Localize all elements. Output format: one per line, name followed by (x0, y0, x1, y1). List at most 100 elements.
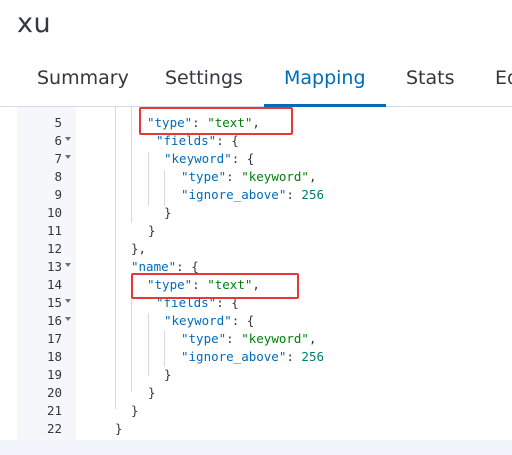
code-token: "text" (207, 277, 253, 292)
active-tab-indicator (264, 104, 386, 107)
line-number-label: 6 (54, 133, 62, 148)
code-token: "keyword" (164, 313, 232, 328)
code-token: }, (131, 241, 147, 256)
fold-toggle-icon[interactable] (65, 137, 71, 141)
line-number-label: 22 (46, 421, 62, 436)
line-number-label: 13 (46, 259, 62, 274)
code-token: "type" (181, 331, 227, 346)
line-number: 20 (17, 384, 76, 402)
code-token: "type" (181, 169, 227, 184)
editor-footer-bar (0, 440, 512, 455)
code-token: , (308, 331, 317, 346)
code-token: } (164, 205, 172, 220)
code-line: } (148, 222, 156, 240)
tab-stats[interactable]: Stats (406, 67, 455, 89)
indent-guide (164, 170, 165, 206)
indent-guide (164, 331, 165, 367)
line-number: 6 (17, 132, 76, 150)
code-token: : { (231, 313, 255, 328)
code-line: "ignore_above": 256 (181, 348, 324, 366)
line-number: 13 (17, 258, 76, 276)
code-token: : (226, 169, 242, 184)
line-number-label: 21 (46, 403, 62, 418)
code-token: } (148, 223, 156, 238)
code-line: } (164, 366, 172, 384)
line-number: 5 (17, 114, 76, 132)
code-token: "type" (147, 277, 193, 292)
highlight-box-type-text (131, 273, 299, 299)
fold-toggle-icon[interactable] (65, 317, 71, 321)
code-token: , (252, 277, 260, 292)
code-token: "keyword" (241, 331, 309, 346)
code-token: "text" (207, 115, 253, 130)
code-token: : (226, 331, 242, 346)
line-number-label: 5 (54, 115, 62, 130)
code-line: "type": "keyword", (181, 168, 316, 186)
line-number: 18 (17, 348, 76, 366)
index-title: xu (17, 8, 52, 39)
indent-guide (131, 276, 132, 392)
line-number-label: 20 (46, 385, 62, 400)
code-token: "fields" (156, 133, 217, 148)
code-token: "ignore_above" (181, 349, 287, 364)
code-token: "ignore_above" (181, 187, 287, 202)
line-number: 19 (17, 366, 76, 384)
code-line: "type": "text", (147, 276, 260, 294)
line-number: 21 (17, 402, 76, 420)
tab-summary[interactable]: Summary (37, 67, 129, 89)
line-number: 17 (17, 330, 76, 348)
line-number-label: 19 (46, 367, 62, 382)
code-token: } (164, 367, 172, 382)
line-number-label: 17 (46, 331, 62, 346)
code-line: "keyword": { (164, 150, 254, 168)
tab-mapping[interactable]: Mapping (284, 67, 366, 89)
code-line: "type": "text", (147, 114, 260, 132)
code-token: : { (176, 259, 199, 274)
line-number: 15 (17, 294, 76, 312)
code-token: 256 (301, 187, 324, 202)
line-number: 8 (17, 168, 76, 186)
code-line: } (148, 384, 156, 402)
code-line: } (115, 420, 123, 438)
code-token: : (286, 187, 302, 202)
code-token: : (192, 277, 208, 292)
code-line: "keyword": { (164, 312, 254, 330)
indent-guide (115, 107, 116, 409)
line-number: 22 (17, 420, 76, 438)
tab-bar-divider (0, 106, 512, 107)
tab-edit-settings[interactable]: Ed (495, 67, 512, 89)
code-token: : (286, 349, 302, 364)
code-line: } (131, 402, 139, 420)
line-number: 11 (17, 222, 76, 240)
line-number-label: 16 (46, 313, 62, 328)
code-token: : { (216, 133, 239, 148)
line-number: 10 (17, 204, 76, 222)
tab-settings[interactable]: Settings (165, 67, 243, 89)
code-line: "name": { (131, 258, 199, 276)
line-number-label: 9 (54, 187, 62, 202)
line-number-label: 11 (46, 223, 62, 238)
code-token: : { (216, 295, 239, 310)
code-token: "name" (131, 259, 177, 274)
fold-toggle-icon[interactable] (65, 263, 71, 267)
code-token: } (148, 385, 156, 400)
fold-toggle-icon[interactable] (65, 299, 71, 303)
code-token: , (252, 115, 260, 130)
line-number-label: 12 (46, 241, 62, 256)
code-token: } (115, 421, 123, 436)
code-line: }, (131, 240, 146, 258)
code-line: } (164, 204, 172, 222)
line-number-label: 10 (46, 205, 62, 220)
code-token: : (192, 115, 208, 130)
line-number: 14 (17, 276, 76, 294)
line-number: 7 (17, 150, 76, 168)
fold-toggle-icon[interactable] (65, 155, 71, 159)
line-number: 9 (17, 186, 76, 204)
code-token: "type" (147, 115, 193, 130)
code-token: "keyword" (164, 151, 232, 166)
code-token: } (131, 403, 139, 418)
code-line: "ignore_above": 256 (181, 186, 324, 204)
line-number-label: 15 (46, 295, 62, 310)
